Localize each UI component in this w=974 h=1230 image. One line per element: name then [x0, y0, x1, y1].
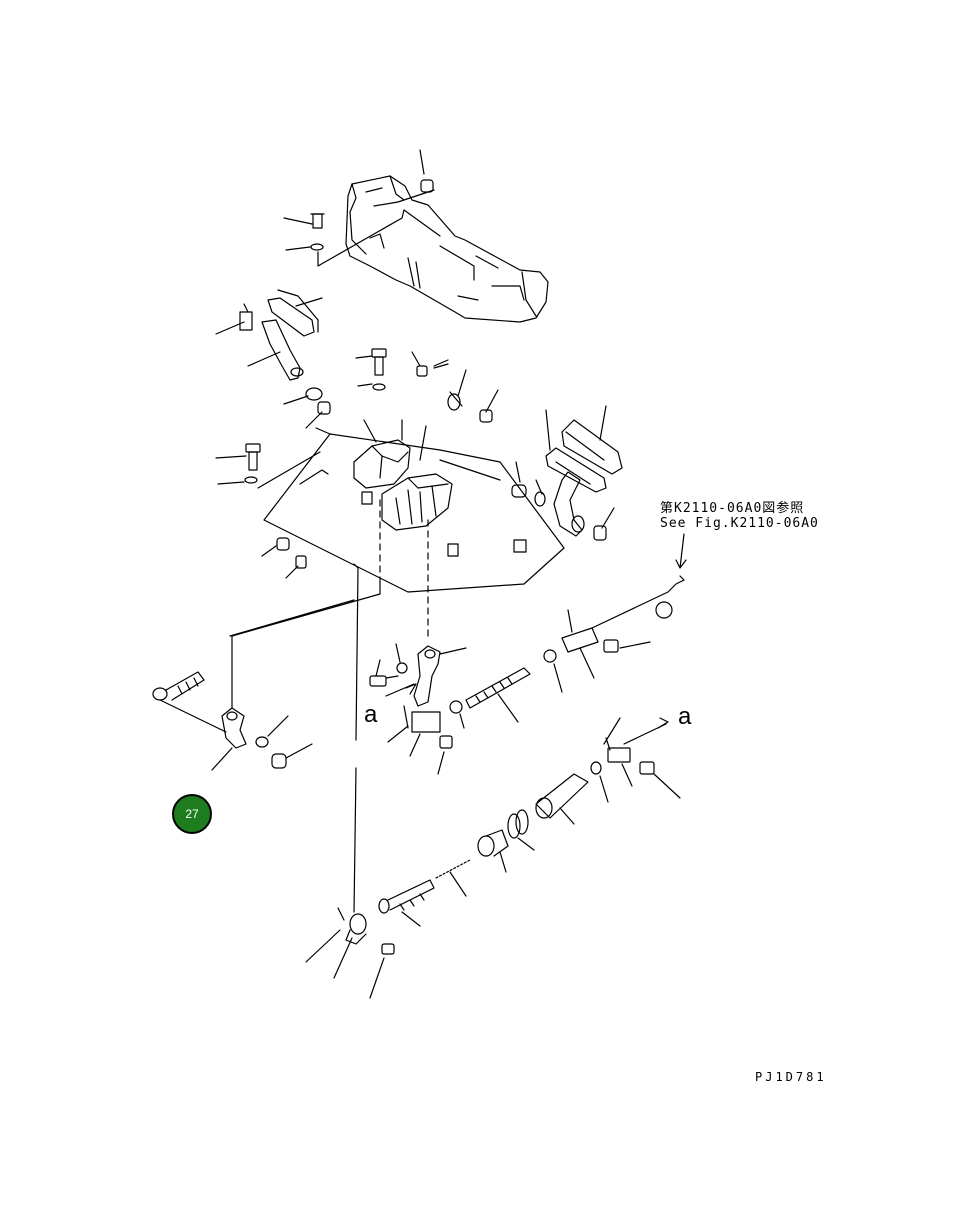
pedal-blocks [353, 419, 501, 531]
plate-fittings [261, 537, 307, 579]
frame-bolts [283, 149, 435, 267]
reference-note-en: See Fig.K2110-06A0 [660, 516, 819, 531]
item-number-badge[interactable]: 27 [172, 794, 212, 834]
upper-right-pedal [511, 405, 623, 541]
upper-left-pedal [215, 289, 331, 429]
reference-note-jp: 第K2110-06A0図参照 [660, 501, 805, 516]
threaded-rod-middle [449, 533, 687, 729]
lower-spring-assembly [305, 717, 681, 999]
dashed-rods [379, 499, 429, 641]
center-upper-bolts [355, 348, 499, 423]
vertical-rod [229, 563, 381, 913]
arrow-label-a-left: a [364, 701, 378, 728]
arrow-label-a-right: a [678, 703, 692, 730]
left-rod-end [152, 671, 313, 771]
floor-plate [215, 427, 565, 593]
drawing-code: PJ1D781 [755, 1070, 827, 1084]
middle-bellcrank [369, 643, 467, 775]
frame-bracket [345, 175, 549, 323]
